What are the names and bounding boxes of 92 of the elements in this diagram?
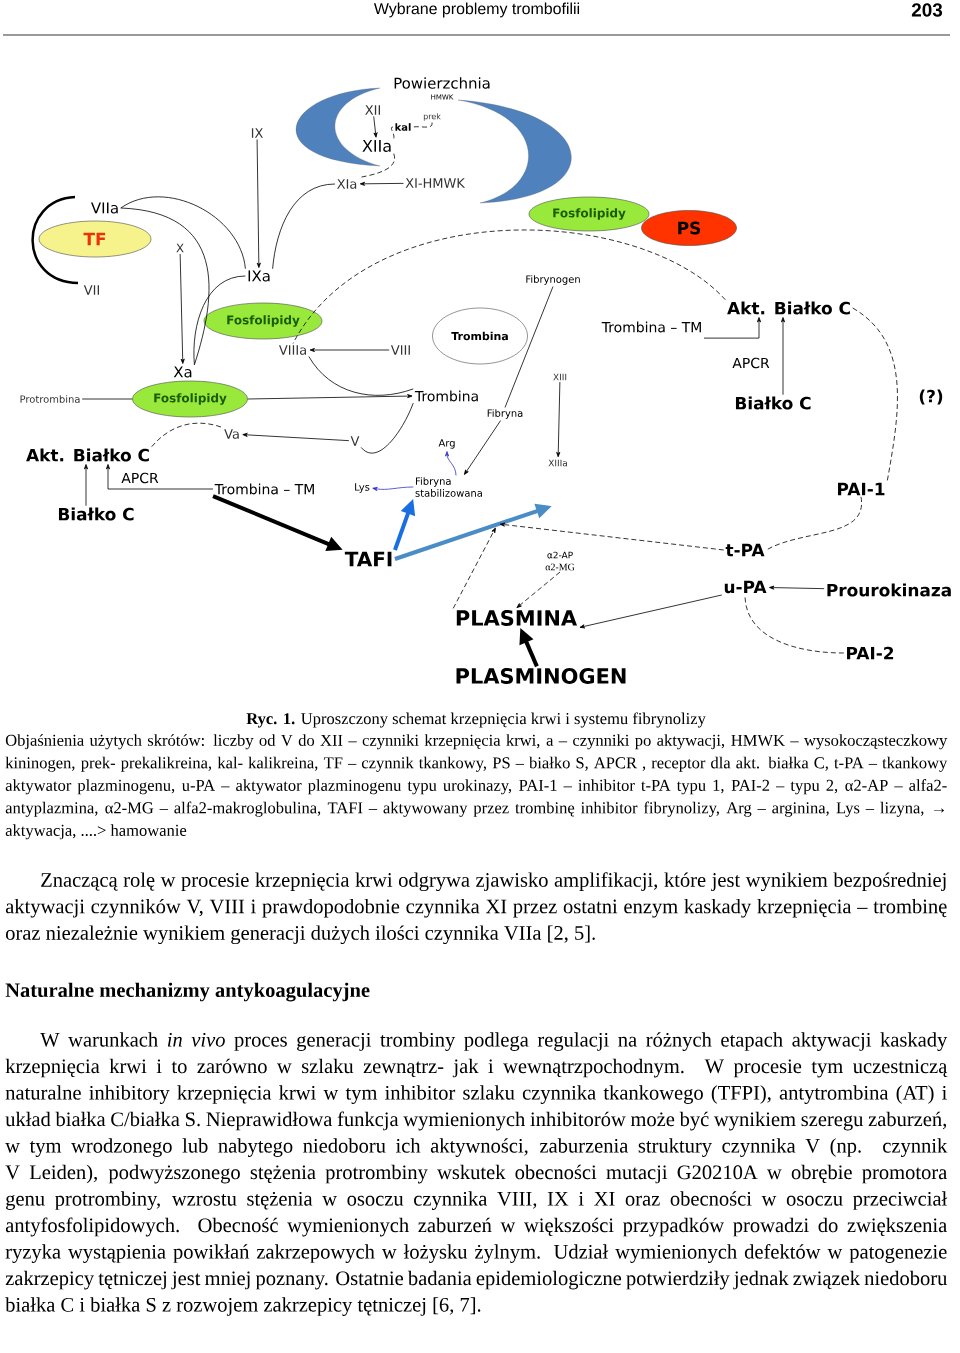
arrow	[84, 464, 88, 507]
factor-label: Trombina – TM	[601, 321, 701, 333]
legend-text: Objaśnienia użytych skrótów: liczby od V do XII – czynniki krzepnięcia krwi, a – czynniki po aktywacji, HMWK – wysokocząsteczkowy kininogen, prek- prekalikreina, kal- kalikreina, TF – czynnik tkankowy, PS – białko S, APCR , receptor dla akt. białka C, t-PA – tkankowy aktywator plazminogenu, u-PA – aktywator plazminogenu typu urokinazy, PAI-1 – inhibitor t-PA typu 1, PAI-2 – typu 2, α2-AP – alfa2-antyplazmina, α2-MG – alfa2-makroglobulina, TAFI – aktywowany przez trombinę inhibitor fibrynolizy, Arg – arginina, Lys – lizyna, → aktywacja, ....> hamowanie	[5, 734, 948, 840]
factor-label: Trombina – TM	[214, 483, 314, 495]
arrow	[179, 253, 185, 364]
factor-label: TAFI	[344, 551, 392, 567]
arrow	[372, 486, 414, 491]
connector-line	[360, 402, 414, 454]
dashed-arrow	[452, 527, 496, 609]
oval: Fosfolipidy	[203, 302, 323, 340]
factor-label: XIa	[337, 179, 357, 189]
oval: Fosfolipidy	[528, 196, 650, 232]
factor-label: XII	[365, 105, 380, 115]
factor-label: IXa	[248, 270, 270, 282]
connector-line	[81, 398, 133, 400]
factor-label: PLASMINOGEN	[456, 668, 626, 684]
connector-line	[120, 207, 210, 366]
factor-label: u-PA	[724, 580, 767, 594]
connector-line	[308, 356, 414, 396]
page-number: 203	[911, 3, 943, 17]
factor-label: Protrombina	[20, 395, 80, 403]
arrow	[781, 317, 785, 396]
dashed-line	[852, 307, 898, 482]
factor-label: XIIIa	[548, 459, 567, 467]
arrow	[309, 348, 390, 352]
arrow	[256, 139, 261, 268]
factor-label: Trombina	[414, 390, 478, 402]
oval: TF	[38, 220, 152, 258]
dashed-line	[391, 126, 395, 139]
factor-label: Va	[224, 429, 239, 439]
factor-label: VII	[83, 285, 99, 295]
factor-label: Białko C	[735, 396, 811, 410]
factor-label: VIIa	[91, 202, 118, 214]
arrow	[247, 394, 413, 400]
dashed-line	[412, 122, 433, 128]
factor-label: α2-AP α2-MG	[545, 551, 575, 571]
factor-label: PAI-2	[847, 646, 894, 660]
arrow	[242, 432, 350, 442]
factor-label: Fibryna	[487, 409, 523, 419]
body-paragraph: W warunkach in vivo proces generacji trombiny podlega regulacji na różnych etapach aktywacji kaskady krzepnięcia krwi i to zarówno w szlaku zewnątrz- jak i wewnątrzpochodnym. W procesie tym uczestniczą naturalne inhibitory krzepnięcia krwi w tym inhibitor szlaku czynnika tkankowego (TFPI), antytrombina (AT) i układ białka C/białka S. Nieprawidłowa funkcja wymienionych inhibitorów może być wynikiem szeregu zaburzeń, w tym wrodzonego lub nabytego niedoboru ich aktywności, zaburzenia struktury czynnika V (np. czynnik V Leiden), podwyższonego stężenia protrombiny wskutek obecności mutacji G20210A w obrębie promotora genu protrombiny, wzrostu stężenia w osoczu czynnika VIII, IX i XI oraz obecności w osoczu przeciwciał antyfosfolipidowych. Obecność wymienionych zaburzeń w większości przypadków prowadzi do zwiększenia ryzyka wystąpienia powikłań zakrzepowych w łożysku żylnym. Udział wymienionych defektów w patogenezie zakrzepicy tętniczej jest mniej poznany. Ostatnie badania epidemiologiczne potwierdziły jednak związek niedoboru białka C i białka S z rozwojem zakrzepicy tętniczej [6, 7].	[5, 1032, 948, 1316]
question-mark-label: (?)	[919, 389, 943, 405]
dashed-line	[765, 496, 862, 551]
factor-label: Akt. Białko C	[26, 448, 149, 462]
oval: Fosfolipidy	[132, 380, 248, 418]
connector-line	[504, 286, 554, 408]
factor-label: t-PA	[725, 543, 765, 557]
body-paragraph: Znaczącą rolę w procesie krzepnięcia krwi odgrywa zjawisko amplifikacji, które jest wynikiem bezpośredniej aktywacji czynników V, VIII i prawdopodobnie czynnika XI przez ostatni enzym kaskady krzepnięcia – trombinę oraz niezależnie wynikiem generacji dużych ilości czynnika VIIa [2, 5].	[5, 872, 947, 945]
arrow	[464, 420, 502, 475]
surface-label: Powierzchnia	[394, 77, 490, 89]
oval: Trombina	[432, 307, 528, 365]
factor-label: Fibryna stabilizowana	[415, 477, 482, 497]
arrow	[106, 464, 214, 490]
factor-label: VIIIa	[278, 345, 306, 355]
connector-line	[272, 183, 336, 270]
factor-label: IX	[251, 128, 263, 138]
dashed-arrow	[499, 522, 725, 551]
section-heading: Naturalne mechanizmy antykoagulacyjne	[5, 982, 370, 1002]
arrow	[445, 451, 457, 476]
factor-label: Arg	[438, 439, 455, 449]
dashed-line	[358, 153, 395, 178]
factor-label: Lys	[355, 483, 370, 493]
oval: PS	[641, 210, 737, 246]
page-header: Wybrane problemy trombofilii	[373, 2, 579, 18]
dashed-arrow	[516, 571, 561, 609]
arrow	[359, 181, 404, 186]
factor-label: X	[176, 243, 184, 253]
factor-label: Prourokinaza	[827, 583, 951, 597]
connector-line	[120, 196, 246, 270]
factor-label: XI-HMWK	[405, 178, 466, 188]
factor-label: Akt. Białko C	[727, 301, 850, 315]
factor-label: kal	[395, 123, 411, 131]
figure-caption: Ryc. 1. Uproszczony schemat krzepnięcia krwi i systemu fibrynolizy	[246, 712, 706, 728]
arrow	[556, 381, 561, 458]
arrow	[579, 594, 723, 629]
factor-label: Białko C	[58, 507, 134, 521]
dashed-line	[292, 230, 726, 344]
factor-label: Fibrynogen	[526, 275, 580, 285]
connector-line	[193, 275, 246, 366]
factor-label: XIII	[553, 373, 567, 381]
arrow	[703, 317, 761, 339]
factor-label: VIII	[390, 345, 410, 355]
factor-label: PAI-1	[838, 482, 885, 496]
factor-label: PLASMINA	[456, 610, 577, 626]
factor-label: V	[350, 436, 360, 446]
arrow	[769, 585, 825, 590]
arrow	[373, 116, 378, 138]
factor-label: XIIa	[362, 140, 391, 152]
edge-label: APCR	[120, 471, 160, 485]
factor-label: Xa	[173, 366, 192, 378]
edge-label: APCR	[731, 356, 771, 370]
dashed-line	[744, 594, 845, 654]
dashed-line	[151, 422, 223, 448]
